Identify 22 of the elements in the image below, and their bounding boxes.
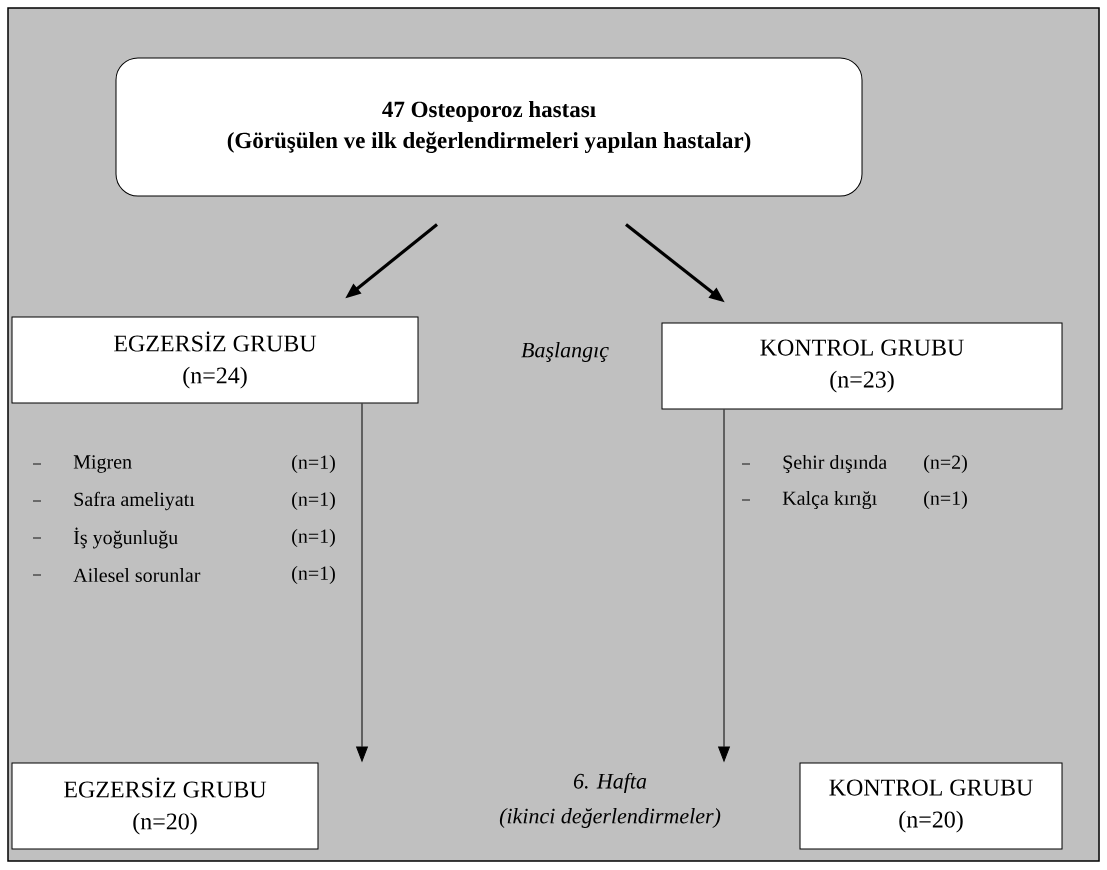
dropout-reason: Migren (73, 455, 132, 473)
phase-label: Başlangıç (521, 342, 609, 362)
group-box: EGZERSİZ GRUBU (n=20) (11, 762, 319, 850)
phase-label: (ikinci değerlendirmeler) (499, 808, 721, 828)
dropout-reason: (n=1) (292, 565, 335, 585)
group-box: EGZERSİZ GRUBU (n=24) (11, 316, 419, 404)
dropout-reason: (n=2) (924, 454, 967, 474)
dropout-reason: (n=1) (924, 490, 967, 510)
arrow (356, 403, 368, 762)
dropout-reason: Kalça kırığı (782, 490, 877, 510)
dropout-reason: (n=1) (292, 528, 335, 548)
dropout-reason: Şehir dışında (783, 454, 887, 474)
dropout-reason: İş yoğunluğu (73, 527, 178, 549)
dropout-reason: Safra ameliyatı (74, 491, 195, 511)
arrow (718, 409, 730, 762)
rounded-box: 47 Osteoporoz hastası (Görüşülen ve ilk değerlendirmeleri yapılan hastalar) (115, 57, 863, 197)
phase-label: 6. Hafta (573, 772, 647, 794)
group-box: KONTROL GRUBU (n=23) (661, 322, 1063, 410)
dropout-reason: (n=1) (292, 454, 335, 474)
dropout-reason: Ailesel sorunlar (73, 567, 201, 583)
dropout-reason: (n=1) (292, 491, 335, 511)
group-box: KONTROL GRUBU (n=20) (799, 762, 1063, 850)
